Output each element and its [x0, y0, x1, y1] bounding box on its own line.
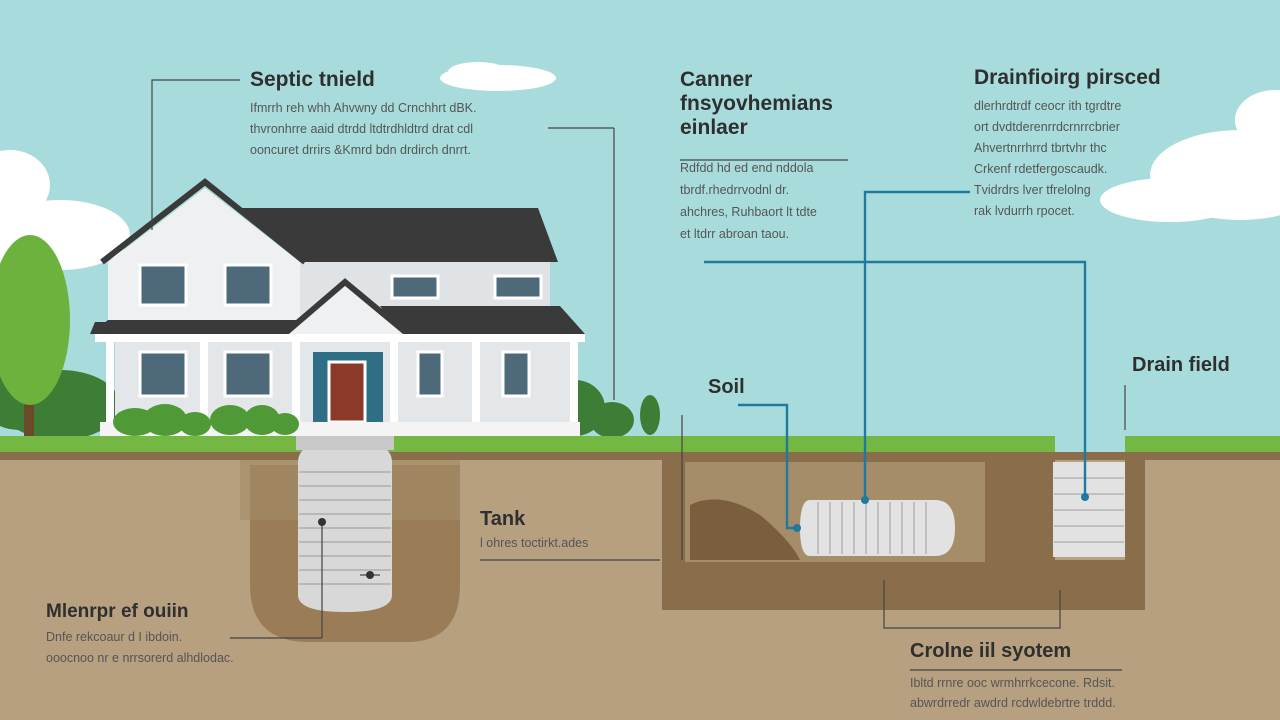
system-callout-line: Ibltd rrnre ooc wrmhrrkcecone. Rdsit.: [910, 676, 1115, 690]
outlet-callout-title: Mlenrpr ef ouiin: [46, 601, 189, 622]
system-callout: Crolne iil syotem Ibltd rrnre ooc wrmhrr…: [910, 640, 1116, 713]
center-callout-title-line: fnsyovhemians: [680, 92, 833, 115]
drain-field-chamber: [1053, 462, 1125, 557]
drainfield-top-callout-line: Crkenf rdetfergoscaudk.: [974, 162, 1108, 176]
grass: [0, 436, 1055, 452]
drainfield-top-callout-title: Drainfioirg pirsced: [974, 66, 1161, 89]
center-callout-line: tbrdf.rhedrrvodnl dr.: [680, 183, 790, 197]
tank-callout-line: l ohres toctirkt.ades: [480, 536, 589, 550]
grass: [1125, 436, 1280, 452]
drain-field-label: Drain field: [1132, 354, 1230, 376]
center-callout-line: Rdfdd hd ed end nddola: [680, 161, 814, 175]
center-callout-title: Canner fnsyovhemians einlaer: [680, 68, 833, 140]
drainfield-top-callout-line: Ahvertnrrhrrd tbrtvhr thc: [974, 141, 1107, 155]
outlet-callout-line: ooocnoo nr e nrrsorerd alhdlodac.: [46, 651, 234, 665]
center-callout-title-line: einlaer: [680, 116, 748, 139]
tank-callout-title: Tank: [480, 508, 526, 530]
septic-tank-center: [800, 500, 955, 556]
outlet-callout-line: Dnfe rekcoaur d I ibdoin.: [46, 630, 183, 644]
drainfield-top-callout-line: rak lvdurrh rpocet.: [974, 204, 1075, 218]
tree: [0, 235, 70, 436]
outlet-callout: Mlenrpr ef ouiin Dnfe rekcoaur d I ibdoi…: [46, 601, 234, 669]
center-callout-title-line: Canner: [680, 68, 753, 91]
drainfield-top-callout: Drainfioirg pirsced dlerhrdtrdf ceocr it…: [974, 66, 1161, 222]
septic-callout-line: thvronhrre aaid dtrdd ltdtrdhldtrd drat …: [250, 122, 474, 136]
septic-callout-text: Ifmrrh reh whh Ahvwny dd Crnchhrt dBK. t…: [250, 98, 476, 161]
center-callout: Canner fnsyovhemians einlaer Rdfdd hd ed…: [680, 68, 833, 245]
center-callout-text: Rdfdd hd ed end nddola tbrdf.rhedrrvodnl…: [680, 157, 833, 245]
system-callout-title: Crolne iil syotem: [910, 640, 1072, 662]
septic-callout-line: ooncuret drrirs &Kmrd bdn drdirch dnrrt.: [250, 143, 471, 157]
center-callout-line: ahchres, Ruhbaort lt tdte: [680, 205, 817, 219]
septic-tank-left: [296, 436, 394, 612]
soil-label: Soil: [708, 376, 745, 398]
drainfield-top-callout-text: dlerhrdtrdf ceocr ith tgrdtre ort dvdtde…: [974, 96, 1161, 222]
system-callout-line: abwrdrredr awdrd rcdwldebrtre trddd.: [910, 696, 1116, 710]
house: [90, 178, 585, 436]
drainfield-top-callout-line: dlerhrdtrdf ceocr ith tgrdtre: [974, 99, 1122, 113]
septic-callout: Septic tnield Ifmrrh reh whh Ahvwny dd C…: [250, 68, 476, 161]
cloud: [440, 62, 556, 91]
cloud: [1100, 90, 1280, 222]
center-callout-line: et ltdrr abroan taou.: [680, 227, 790, 241]
tank-callout: Tank l ohres toctirkt.ades: [480, 508, 588, 554]
drainfield-top-callout-line: ort dvdtderenrrdcrnrrcbrier: [974, 120, 1120, 134]
outlet-callout-text: Dnfe rekcoaur d I ibdoin. ooocnoo nr e n…: [46, 627, 234, 669]
septic-callout-line: Ifmrrh reh whh Ahvwny dd Crnchhrt dBK.: [250, 101, 477, 115]
septic-callout-title: Septic tnield: [250, 68, 375, 91]
drainfield-top-callout-line: Tvidrdrs lver tfrelolng: [974, 183, 1091, 197]
system-callout-text: Ibltd rrnre ooc wrmhrrkcecone. Rdsit. ab…: [910, 673, 1116, 713]
